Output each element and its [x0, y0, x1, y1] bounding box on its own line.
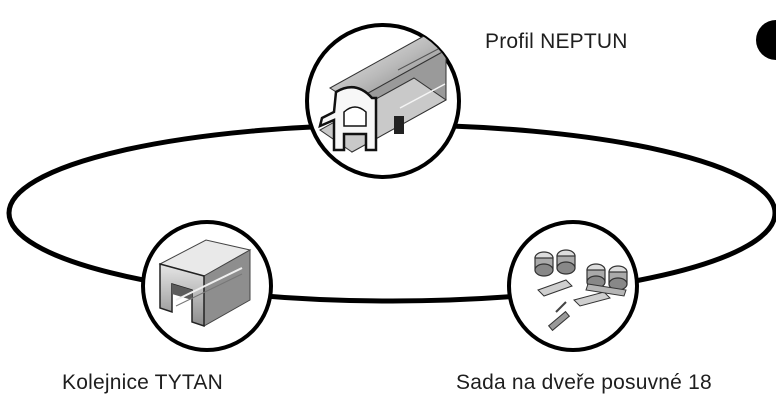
neptun-label: Profil NEPTUN [485, 30, 628, 53]
tytan-label: Kolejnice TYTAN [62, 371, 223, 394]
sada-node [507, 220, 639, 352]
tytan-rail-icon [158, 239, 252, 328]
roller-set-icon [534, 249, 628, 332]
sada-label: Sada na dveře posuvné 18 [456, 371, 712, 394]
neptun-profile-icon [318, 35, 447, 153]
neptun-node [305, 23, 461, 179]
tytan-node [141, 220, 273, 352]
corner-marker [756, 20, 776, 60]
